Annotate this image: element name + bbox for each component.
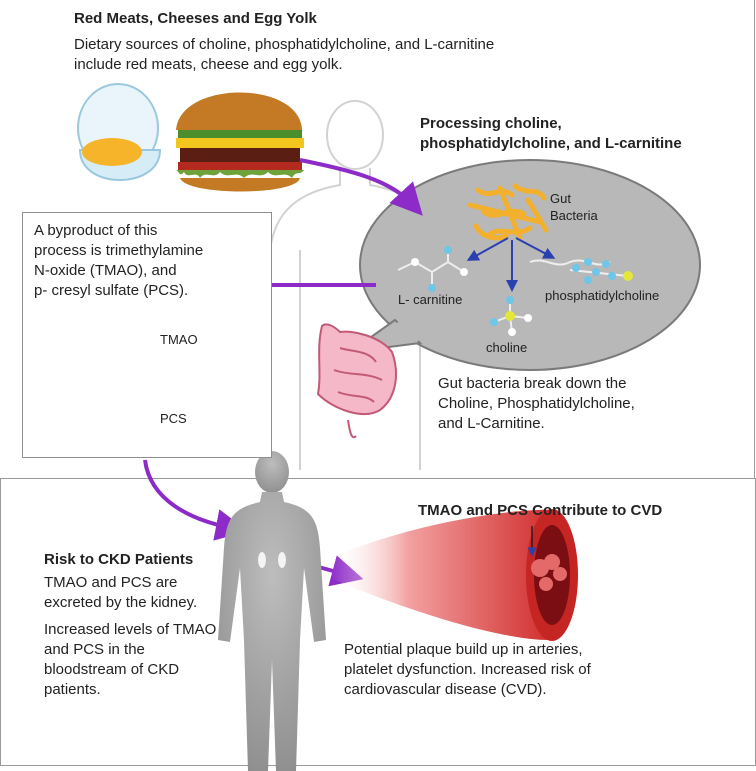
choline-label: choline (486, 340, 528, 355)
byproduct-line2: process is trimethylamine (34, 242, 204, 259)
gut-label-line2: Bacteria (550, 208, 598, 223)
sources-description-line1: Dietary sources of choline, phosphatidyl… (74, 36, 495, 53)
l-carnitine-label: L- carnitine (398, 292, 463, 307)
breakdown-arrows (466, 237, 556, 292)
ckd-line1: TMAO and PCS are (44, 574, 178, 591)
tmao-label: TMAO (160, 332, 198, 347)
processing-title-line1: Processing choline, (420, 115, 562, 132)
l-carnitine-molecule (397, 246, 468, 292)
sources-title: Red Meats, Cheeses and Egg Yolk (74, 10, 317, 27)
human-silhouette (218, 451, 326, 771)
choline-molecule (490, 296, 532, 336)
egg-icon (77, 83, 162, 181)
burger-icon (176, 92, 304, 192)
phosphatidylcholine-molecule (529, 258, 633, 284)
byproduct-box (22, 212, 272, 458)
processing-title-line2: phosphatidylcholine, and L-carnitine (420, 135, 682, 152)
pcs-label: PCS (160, 411, 187, 426)
ckd-title: Risk to CKD Patients (44, 551, 194, 568)
byproduct-line3: N-oxide (TMAO), and (34, 262, 177, 279)
gut-caption-line3: and L-Carnitine. (438, 415, 545, 432)
gut-caption-line1: Gut bacteria break down the (438, 375, 627, 392)
cvd-line3: cardiovascular disease (CVD). (344, 681, 547, 698)
cvd-line2: platelet dysfunction. Increased risk of (344, 661, 591, 678)
byproduct-line4: p- cresyl sulfate (PCS). (34, 282, 189, 299)
artery-illustration (330, 509, 578, 641)
top-panel-frame (754, 0, 755, 478)
gut-label-line1: Gut (550, 191, 571, 206)
gut-bacteria-icon (467, 183, 549, 241)
ckd-line2: excreted by the kidney. (44, 594, 198, 611)
byproduct-line1: A byproduct of this (34, 222, 158, 239)
cvd-title: TMAO and PCS Contribute to CVD (418, 502, 663, 519)
kidney-icon (258, 552, 286, 568)
ckd-line5: bloodstream of CKD (44, 661, 180, 678)
processing-bubble (349, 159, 701, 371)
cvd-line1: Potential plaque build up in arteries, (344, 641, 583, 658)
phosphatidylcholine-label: phosphatidylcholine (545, 288, 660, 303)
ckd-line4: and PCS in the (44, 641, 145, 658)
gut-caption-line2: Choline, Phosphatidylcholine, (438, 395, 635, 412)
ckd-line6: patients. (44, 681, 101, 698)
sources-description-line2: include red meats, cheese and egg yolk. (74, 56, 343, 73)
ckd-line3: Increased levels of TMAO (44, 621, 217, 638)
intestines-icon (316, 323, 397, 439)
